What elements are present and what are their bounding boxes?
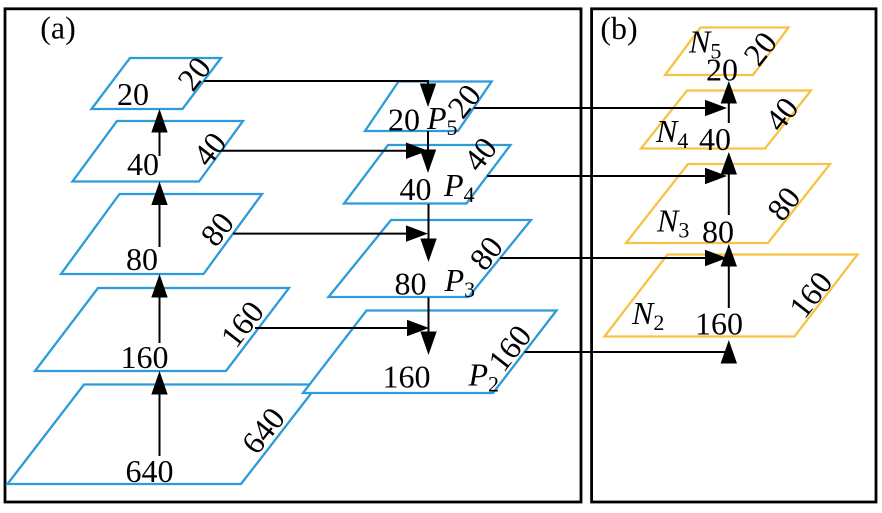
svg-text:40: 40 — [400, 171, 432, 207]
svg-text:160: 160 — [383, 359, 431, 395]
svg-text:(a): (a) — [40, 10, 76, 46]
svg-text:80: 80 — [702, 214, 734, 250]
svg-text:80: 80 — [395, 266, 427, 302]
svg-text:(b): (b) — [600, 10, 637, 46]
svg-text:80: 80 — [126, 241, 158, 277]
svg-text:160: 160 — [121, 339, 169, 375]
svg-text:160: 160 — [695, 306, 743, 342]
svg-text:20: 20 — [706, 52, 738, 88]
svg-text:640: 640 — [126, 453, 174, 489]
svg-text:40: 40 — [699, 121, 731, 157]
svg-text:40: 40 — [127, 146, 159, 182]
svg-text:20: 20 — [117, 76, 149, 112]
svg-text:20: 20 — [388, 102, 420, 138]
